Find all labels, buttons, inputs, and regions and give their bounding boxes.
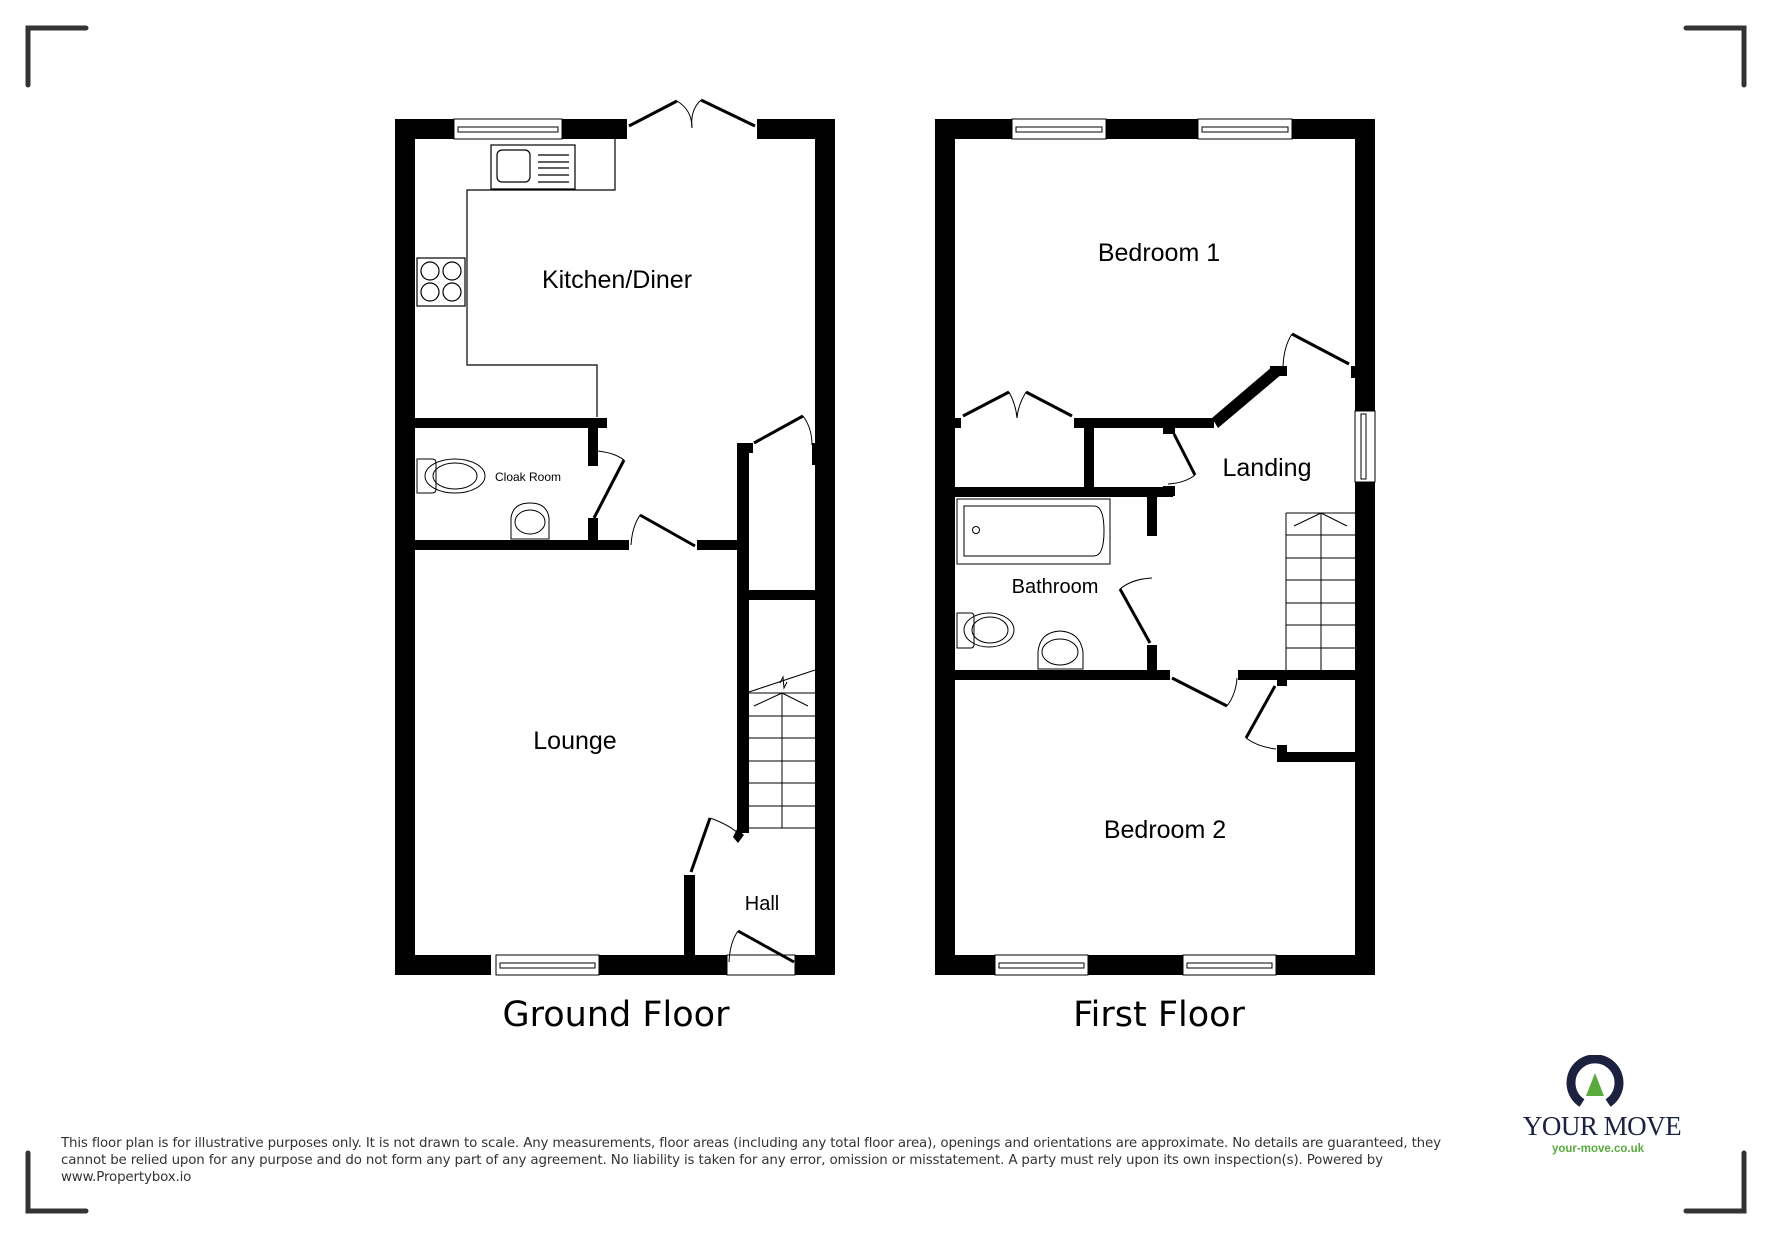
kitchen-counter	[466, 139, 616, 417]
ground-floor-plan: Kitchen/Diner Cloak Room Lounge Hall Gro…	[395, 98, 835, 1035]
first-floor-plan: Bedroom 1 Landing Bathroom Bedroom 2 Fir…	[935, 118, 1376, 1035]
corner-marks	[25, 25, 1747, 1214]
toilet-icon	[956, 612, 1015, 649]
logo-url: your-move.co.uk	[1551, 1143, 1645, 1155]
wardrobe-door-icon	[962, 390, 1073, 419]
room-label-cloak-room: Cloak Room	[495, 470, 561, 484]
room-label-hall: Hall	[745, 893, 779, 915]
floor-title-ground: Ground Floor	[503, 995, 731, 1035]
logo-ring-icon	[1566, 1055, 1624, 1107]
staircase	[1285, 512, 1355, 670]
your-move-logo: YOUR MOVE your-move.co.uk	[1500, 1055, 1700, 1165]
toilet-icon	[416, 458, 486, 494]
door-icon	[1167, 433, 1197, 485]
basin-icon	[510, 502, 550, 540]
room-label-kitchen-diner: Kitchen/Diner	[542, 266, 692, 294]
basin-icon	[1037, 630, 1084, 670]
front-door-icon	[726, 929, 796, 976]
outer-walls	[395, 119, 835, 975]
door-icon	[1171, 676, 1238, 708]
door-icon	[1244, 685, 1277, 750]
room-label-landing: Landing	[1223, 454, 1312, 482]
window-icon	[1197, 118, 1293, 140]
logo-name: YOUR MOVE	[1522, 1111, 1682, 1141]
door-icon	[753, 414, 813, 446]
room-label-bathroom: Bathroom	[1012, 576, 1099, 598]
window-icon	[1011, 118, 1107, 140]
door-icon	[630, 513, 696, 548]
door-icon	[689, 817, 744, 873]
door-icon	[592, 450, 626, 519]
disclaimer-text: This floor plan is for illustrative purp…	[61, 1136, 1441, 1185]
window-icon	[1182, 954, 1277, 976]
hob-icon	[416, 257, 466, 307]
window-icon	[994, 954, 1089, 976]
room-label-bedroom-1: Bedroom 1	[1098, 239, 1220, 267]
door-icon	[1118, 577, 1153, 644]
interior-walls	[415, 418, 816, 955]
staircase	[748, 669, 816, 829]
interior-walls	[955, 366, 1355, 762]
window-icon	[495, 954, 600, 976]
floor-title-first: First Floor	[1073, 995, 1245, 1035]
window-icon	[1354, 410, 1376, 483]
french-door-icon	[628, 98, 756, 129]
window-icon	[453, 118, 563, 140]
outer-walls	[935, 119, 1375, 975]
bath-icon	[956, 498, 1111, 565]
room-label-lounge: Lounge	[533, 727, 616, 755]
door-icon	[1282, 332, 1350, 367]
room-label-bedroom-2: Bedroom 2	[1104, 816, 1226, 844]
